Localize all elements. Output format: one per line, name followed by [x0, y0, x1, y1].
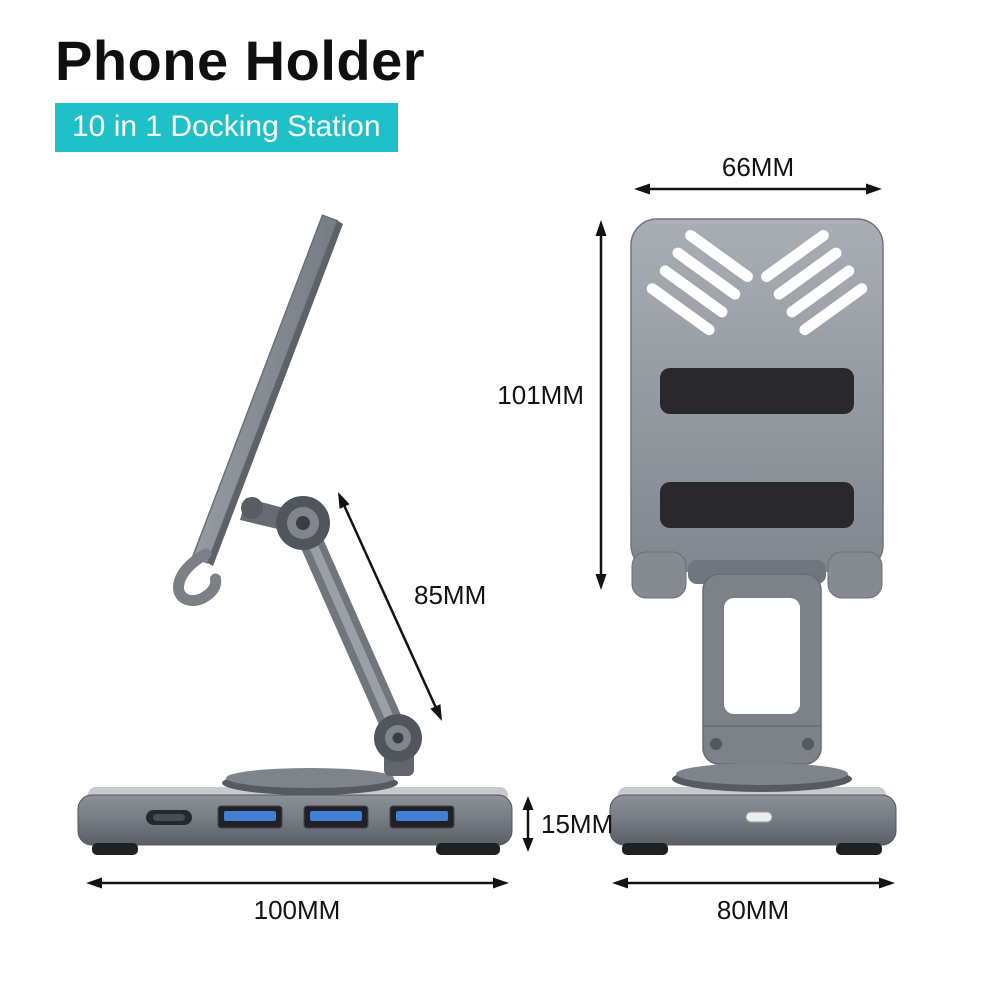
rubber-pad-top — [660, 368, 854, 414]
front-swivel-disc — [672, 763, 852, 792]
usb-a-port-2 — [303, 805, 369, 829]
dim-label-66mm: 66MM — [722, 152, 794, 182]
dim-label-85mm: 85MM — [414, 580, 486, 610]
usb-c-port — [146, 810, 192, 825]
rubber-pad-bottom — [660, 482, 854, 528]
side-base — [77, 794, 513, 855]
front-folding-frame — [702, 573, 822, 765]
dim-side-base-width: 100MM — [86, 877, 509, 925]
dim-front-plate-height: 101MM — [497, 220, 607, 590]
dim-front-top-width: 66MM — [634, 152, 882, 195]
side-foot-left — [92, 843, 138, 855]
front-base — [609, 794, 897, 855]
front-view — [609, 218, 897, 855]
side-hook — [173, 548, 222, 606]
usb-a-port-1 — [217, 805, 283, 829]
usb-a-port-3 — [389, 805, 455, 829]
frame-screw-right — [802, 738, 814, 750]
product-badge: 10 in 1 Docking Station — [55, 103, 398, 152]
side-upper-pivot — [276, 496, 330, 550]
front-led-indicator — [745, 811, 773, 823]
dimension-annotations: 66MM 101MM 85MM 15MM — [86, 152, 895, 925]
front-hook-right — [827, 551, 883, 599]
page-title: Phone Holder — [55, 29, 426, 92]
side-plate-joint — [241, 497, 263, 519]
frame-screw-left — [710, 738, 722, 750]
dim-side-arm-length: 85MM — [338, 492, 486, 721]
side-foot-right — [436, 843, 500, 855]
front-foot-left — [622, 843, 668, 855]
side-plate-edge — [207, 220, 343, 567]
front-hook-left — [631, 551, 687, 599]
front-foot-right — [836, 843, 882, 855]
side-view — [77, 214, 513, 855]
dim-label-100mm: 100MM — [254, 895, 341, 925]
dim-side-base-height: 15MM — [522, 796, 613, 852]
dim-label-101mm: 101MM — [497, 380, 584, 410]
dim-label-15mm: 15MM — [541, 809, 613, 839]
dim-label-80mm: 80MM — [717, 895, 789, 925]
vent-slots — [646, 230, 868, 336]
dim-front-base-width: 80MM — [612, 877, 895, 925]
side-lower-hinge — [374, 714, 422, 762]
side-swivel-disc — [222, 768, 398, 795]
